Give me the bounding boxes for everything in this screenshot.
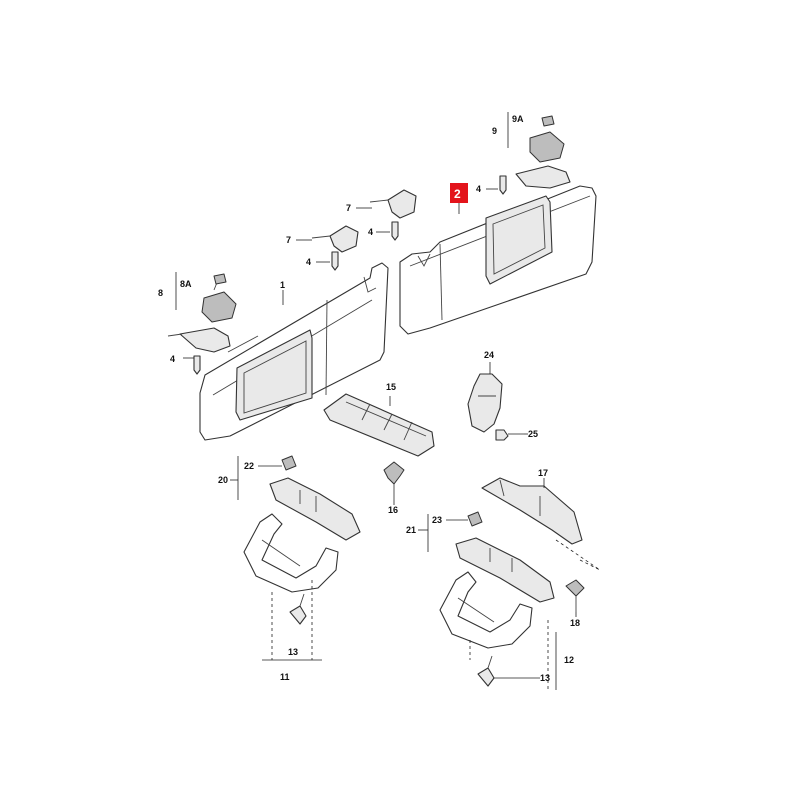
screw-16 — [383, 461, 405, 500]
label-11: 11 — [280, 672, 290, 682]
label-22: 22 — [244, 461, 254, 471]
clip-9a — [541, 115, 555, 127]
label-18: 18 — [570, 618, 580, 628]
label-23: 23 — [432, 515, 442, 525]
label-9a: 9A — [512, 114, 524, 124]
coat-hook-24 — [467, 373, 503, 433]
label-4-d: 4 — [476, 184, 481, 194]
grab-handle-bracket-21 — [455, 537, 555, 603]
screw-18 — [565, 579, 585, 612]
clip-22 — [281, 455, 297, 471]
bracket-17 — [481, 477, 583, 545]
label-24: 24 — [484, 350, 494, 360]
label-4-b: 4 — [306, 257, 311, 267]
hinge-clip-7-upper — [369, 189, 417, 219]
visor-bracket-8 — [201, 279, 237, 323]
screw-25 — [495, 429, 524, 441]
screw-4-a — [193, 355, 201, 375]
label-13-right: 13 — [540, 673, 550, 683]
label-4-a: 4 — [170, 354, 175, 364]
label-4-c: 4 — [368, 227, 373, 237]
left-sun-visor — [199, 262, 389, 441]
label-8a: 8A — [180, 279, 192, 289]
screw-13-left — [289, 593, 307, 625]
screw-13-right — [477, 655, 495, 687]
label-15: 15 — [386, 382, 396, 392]
label-7-lower: 7 — [286, 235, 291, 245]
label-21: 21 — [406, 525, 416, 535]
label-25: 25 — [528, 429, 538, 439]
label-1: 1 — [280, 280, 285, 290]
visor-hinge-left — [167, 327, 231, 353]
right-sun-visor — [399, 185, 597, 335]
screw-4-b — [331, 251, 339, 271]
label-2-highlighted: 2 — [454, 187, 461, 201]
bracket-plate-15 — [323, 393, 435, 457]
grab-handle-right — [439, 571, 533, 649]
label-12: 12 — [564, 655, 574, 665]
clip-8a — [213, 273, 227, 285]
hinge-clip-7-lower — [311, 225, 359, 253]
label-13-left: 13 — [288, 647, 298, 657]
grab-handle-bracket-20 — [269, 477, 361, 541]
visor-bracket-9 — [529, 131, 565, 163]
label-8: 8 — [158, 288, 163, 298]
screw-4-c — [391, 221, 399, 241]
label-20: 20 — [218, 475, 228, 485]
clip-23 — [467, 511, 483, 527]
grab-handle-left — [243, 513, 339, 593]
visor-hinge-right — [515, 165, 571, 189]
label-16: 16 — [388, 505, 398, 515]
label-9: 9 — [492, 126, 497, 136]
label-17: 17 — [538, 468, 548, 478]
highlight-badge — [450, 183, 468, 203]
label-7-upper: 7 — [346, 203, 351, 213]
screw-4-d — [499, 175, 507, 195]
